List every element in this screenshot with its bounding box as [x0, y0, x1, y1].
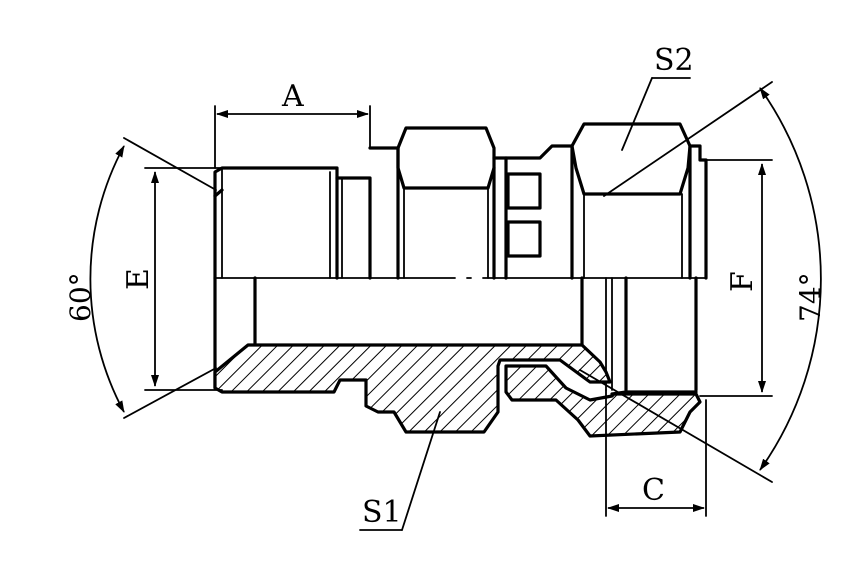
angle-60-label: 60° — [64, 272, 97, 322]
dim-c-label: C — [642, 473, 665, 508]
ring-section-hatched — [504, 364, 702, 438]
angle-74-label: 74° — [794, 272, 827, 322]
dim-e-label: E — [121, 268, 156, 290]
s2-label: S2 — [654, 43, 694, 78]
dim-f-label: F — [725, 271, 760, 292]
body-hex — [396, 126, 508, 280]
body-section-hatched — [213, 343, 612, 434]
male-thread-end — [213, 146, 400, 280]
dim-a-label: A — [281, 79, 304, 114]
swivel-nut-hex — [570, 122, 708, 280]
s1-label: S1 — [362, 495, 402, 530]
lower-bore — [213, 276, 698, 392]
swivel-ring — [504, 144, 574, 258]
